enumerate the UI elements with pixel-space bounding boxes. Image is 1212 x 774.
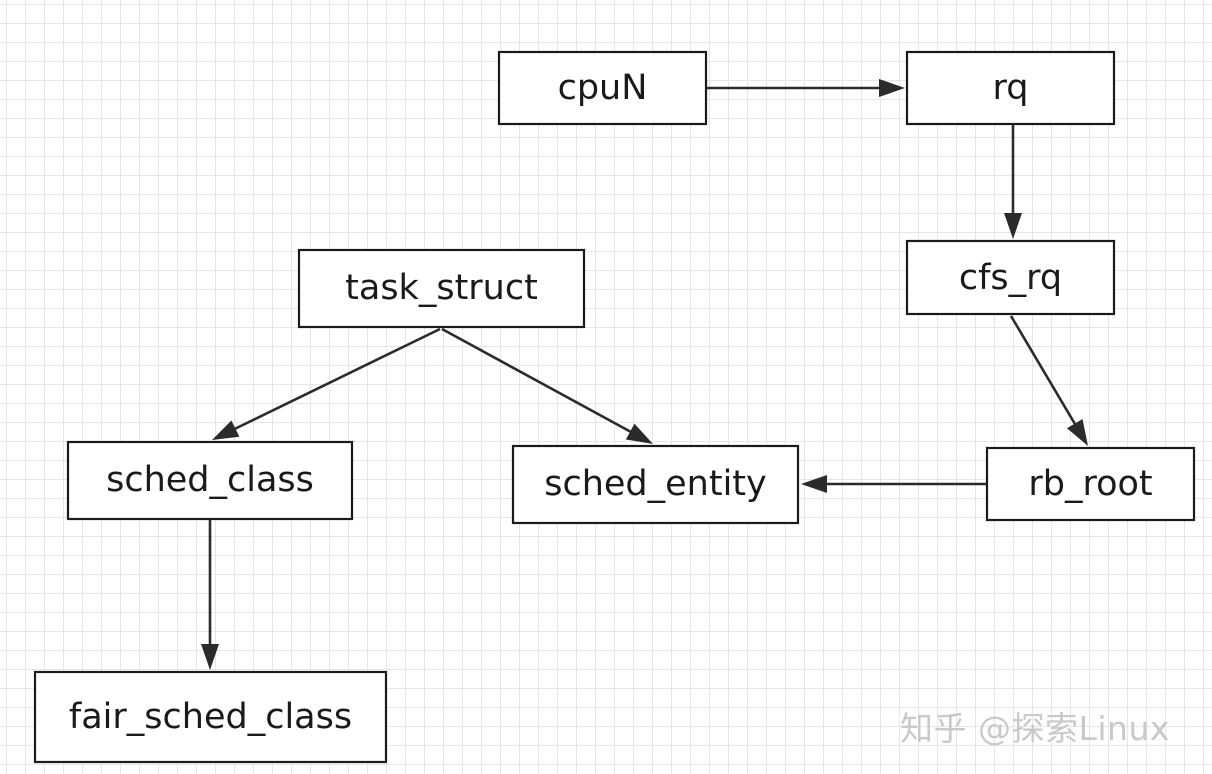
arrow-rb_root-to-sched_entity <box>801 475 987 493</box>
edges-layer <box>201 79 1088 670</box>
node-label-cfs_rq: cfs_rq <box>959 258 1062 298</box>
node-label-rq: rq <box>993 68 1029 108</box>
arrow-head <box>625 423 653 444</box>
arrow-head <box>1004 213 1022 239</box>
arrow-head <box>801 475 827 493</box>
arrow-task_struct-to-sched_entity <box>441 327 653 444</box>
node-label-sched_entity: sched_entity <box>544 464 767 504</box>
node-rq[interactable]: rq <box>905 50 1116 126</box>
node-label-task_struct: task_struct <box>345 268 538 308</box>
arrow-line <box>441 327 633 434</box>
node-sched_class[interactable]: sched_class <box>66 440 354 521</box>
node-label-sched_class: sched_class <box>106 460 314 500</box>
arrow-rq-to-cfs_rq <box>1004 124 1022 239</box>
arrow-line <box>233 327 441 431</box>
node-label-fair_sched_class: fair_sched_class <box>69 697 352 737</box>
node-label-rb_root: rb_root <box>1028 464 1152 504</box>
arrow-head <box>212 420 240 440</box>
arrow-task_struct-to-sched_class <box>212 327 441 440</box>
arrow-head <box>201 644 219 670</box>
arrow-line <box>1009 315 1077 427</box>
node-cpuN[interactable]: cpuN <box>497 50 708 126</box>
arrow-cfs_rq-to-rb_root <box>1009 315 1088 446</box>
node-sched_entity[interactable]: sched_entity <box>511 444 800 525</box>
node-cfs_rq[interactable]: cfs_rq <box>905 239 1116 316</box>
node-task_struct[interactable]: task_struct <box>297 248 586 329</box>
watermark-text: 知乎 @探索Linux <box>900 709 1170 748</box>
nodes-layer: cpuN rq cfs_rq rb_root task_struct sched… <box>33 50 1196 764</box>
arrow-head <box>1067 419 1088 446</box>
node-label-cpuN: cpuN <box>558 68 648 108</box>
arrow-cpuN-to-rq <box>706 79 905 97</box>
node-rb_root[interactable]: rb_root <box>985 446 1196 522</box>
arrow-head <box>879 79 905 97</box>
arrow-sched_class-to-fair_sched_class <box>201 519 219 670</box>
node-fair_sched_class[interactable]: fair_sched_class <box>33 670 388 764</box>
